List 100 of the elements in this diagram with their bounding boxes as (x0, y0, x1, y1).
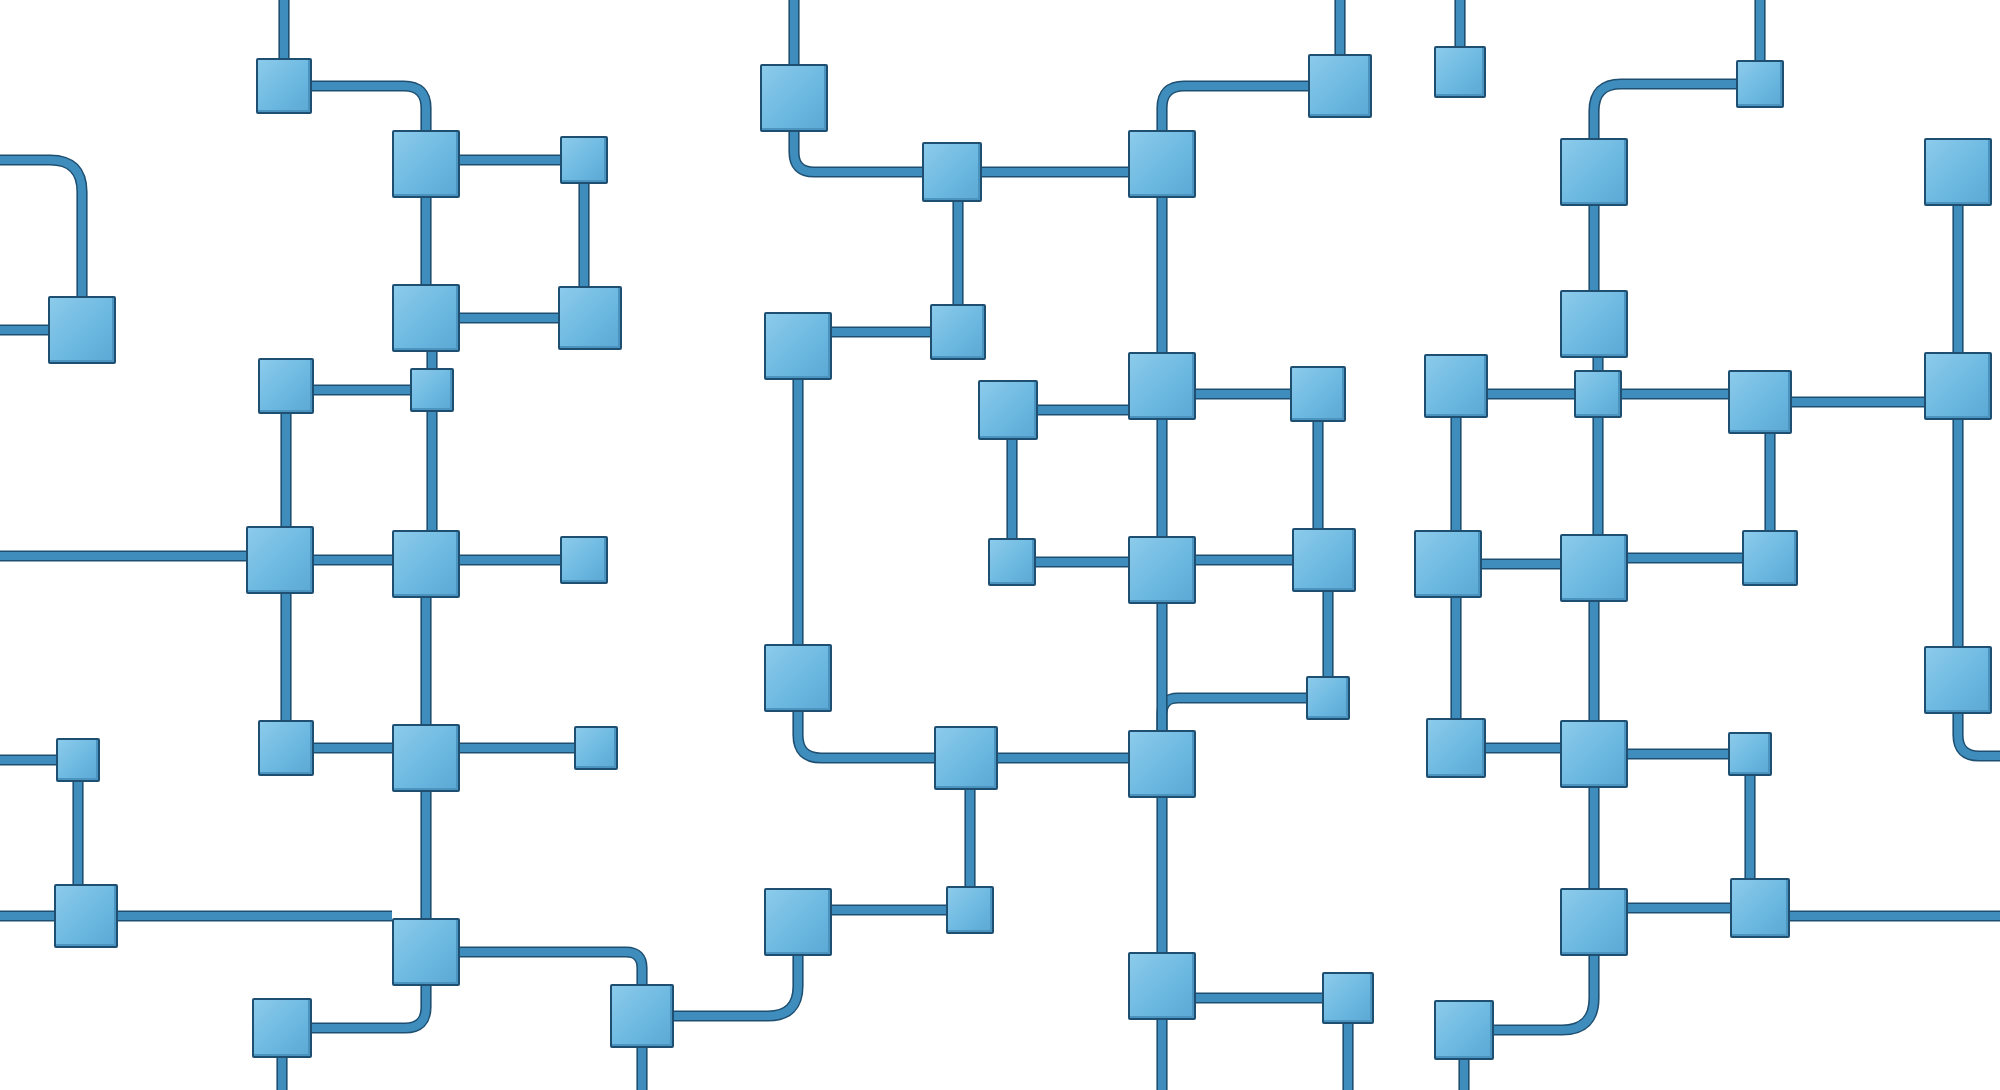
connector-line (312, 80, 432, 130)
square-node (1924, 138, 1992, 206)
square-node (1924, 352, 1992, 420)
connector-line (314, 554, 392, 566)
square-node (54, 884, 118, 948)
square-node (1560, 888, 1628, 956)
connector-line (788, 0, 800, 64)
square-node (764, 644, 832, 712)
square-node (934, 726, 998, 790)
connector-line (1196, 554, 1292, 566)
square-node (930, 304, 986, 360)
connector-line (280, 414, 292, 526)
connector-line (1454, 0, 1466, 46)
square-node (1434, 1000, 1494, 1060)
connector-line (1156, 80, 1308, 130)
square-node (392, 724, 460, 792)
square-node (1560, 290, 1628, 358)
connector-line (312, 986, 432, 1034)
square-node (56, 738, 100, 782)
connector-line (0, 910, 54, 922)
connector-line (278, 0, 290, 58)
connector-line (1588, 788, 1600, 888)
square-node (392, 284, 460, 352)
square-node (1292, 528, 1356, 592)
connector-line (460, 742, 574, 754)
connector-line (636, 1048, 648, 1090)
square-node (988, 538, 1036, 586)
connector-line (276, 1058, 288, 1090)
connector-line (460, 312, 558, 324)
square-node (258, 720, 314, 776)
square-node (1434, 46, 1486, 98)
square-node (560, 136, 608, 184)
connector-line (1450, 418, 1462, 530)
square-node (1128, 536, 1196, 604)
connector-line (832, 326, 930, 338)
connector-line (1312, 422, 1324, 528)
square-node (1742, 530, 1798, 586)
connector-line (1764, 434, 1776, 530)
connector-line (314, 384, 410, 396)
connector-line (1156, 798, 1168, 952)
connector-line (280, 594, 292, 720)
connector-line (420, 198, 432, 284)
square-node (1128, 952, 1196, 1020)
connector-line (1036, 556, 1128, 568)
connector-line (1628, 902, 1730, 914)
square-node (1128, 352, 1196, 420)
square-node (1574, 370, 1622, 418)
connector-line (1952, 714, 2000, 762)
square-node (246, 526, 314, 594)
connector-line (314, 742, 392, 754)
square-node (610, 984, 674, 1048)
connector-line (1952, 420, 1964, 646)
square-node (1730, 878, 1790, 938)
square-node (1560, 720, 1628, 788)
square-node (1560, 138, 1628, 206)
square-node (764, 312, 832, 380)
square-node (1290, 366, 1346, 422)
connector-line (72, 782, 84, 884)
square-node (574, 726, 618, 770)
square-node (392, 530, 460, 598)
square-node (946, 886, 994, 934)
connector-line (1196, 388, 1290, 400)
connector-line (0, 754, 56, 766)
connector-line (118, 910, 392, 922)
connector-line (1322, 592, 1334, 676)
connector-line (578, 184, 590, 286)
connector-line (952, 202, 964, 304)
connector-line (982, 166, 1128, 178)
connector-line (1588, 206, 1600, 290)
square-node (1322, 972, 1374, 1024)
connector-line (1952, 206, 1964, 352)
connector-line (674, 956, 804, 1022)
connector-line (0, 154, 88, 296)
square-node (1736, 60, 1784, 108)
square-node (410, 368, 454, 412)
square-node (1128, 730, 1196, 798)
connector-line (460, 946, 648, 984)
connector-line (1494, 956, 1600, 1036)
square-node (1128, 130, 1196, 198)
connector-line (1342, 1024, 1354, 1090)
connector-line (0, 550, 246, 562)
square-node (256, 58, 312, 114)
connector-line (1482, 558, 1560, 570)
square-node (558, 286, 622, 350)
square-node (392, 918, 460, 986)
square-node (1306, 676, 1350, 720)
square-node (560, 536, 608, 584)
square-node (764, 888, 832, 956)
connector-line (1588, 78, 1736, 138)
connector-line (1156, 1020, 1168, 1090)
square-node (1924, 646, 1992, 714)
connector-line (1006, 440, 1018, 538)
connector-line (426, 412, 438, 530)
connector-line (792, 712, 934, 764)
square-node (1426, 718, 1486, 778)
square-node (760, 64, 828, 132)
connector-line (420, 598, 432, 724)
square-node (1308, 54, 1372, 118)
connector-line (832, 904, 946, 916)
connector-line (460, 554, 560, 566)
